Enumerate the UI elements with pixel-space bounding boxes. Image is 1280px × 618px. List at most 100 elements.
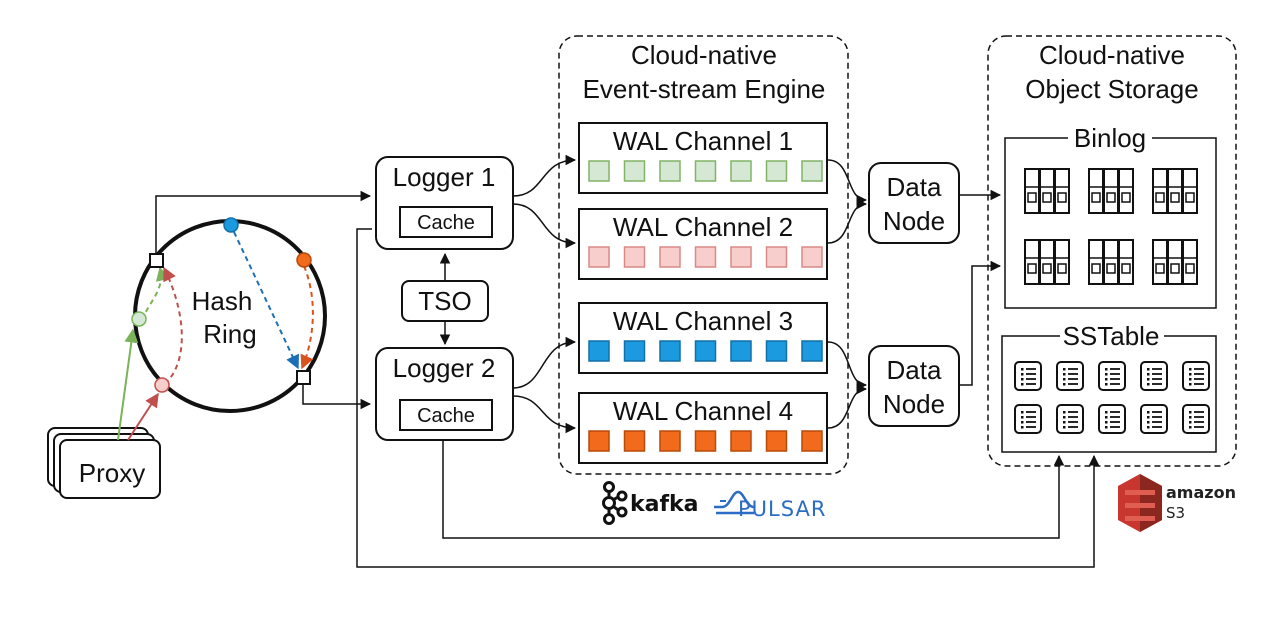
hash-ring: Hash Ring bbox=[117, 217, 327, 441]
wal-slot bbox=[801, 246, 823, 268]
event-stream-title-2: Event-stream Engine bbox=[583, 74, 826, 104]
wal-slot bbox=[588, 430, 610, 452]
wal-slot bbox=[694, 340, 717, 362]
pulsar-text: PULSAR bbox=[738, 497, 826, 521]
data-node-2-line2: Node bbox=[883, 389, 945, 419]
wal-slot bbox=[730, 340, 752, 362]
logger-2: Logger 2 Cache bbox=[375, 347, 514, 441]
wal-slot bbox=[659, 340, 681, 362]
channel2-to-datanode1-arrow bbox=[827, 198, 868, 244]
amazon-s3-logo: amazon S3 bbox=[1118, 474, 1236, 532]
pulsar-logo: PULSAR bbox=[714, 490, 826, 521]
logger-1-cache-box bbox=[399, 206, 493, 238]
sstable-label-bg bbox=[1060, 322, 1164, 348]
wal-channel-1: WAL Channel 1 bbox=[578, 122, 828, 194]
sstable-file-icon bbox=[1182, 361, 1210, 391]
blue-dashed-arrow bbox=[233, 231, 299, 370]
binlog-file-icon bbox=[1088, 239, 1134, 285]
logger1-to-storage-arrow bbox=[356, 228, 1100, 568]
data-node-2-line1: Data bbox=[887, 355, 942, 385]
logger2-to-channel3-arrow bbox=[512, 336, 577, 389]
sstable-file-icon bbox=[1140, 404, 1168, 434]
logger1-to-channel1-arrow bbox=[512, 154, 577, 197]
hash-ring-label-2: Ring bbox=[203, 319, 256, 349]
wal-slot bbox=[765, 430, 788, 452]
channel3-to-datanode2-arrow bbox=[827, 341, 868, 391]
logger-2-cache-box bbox=[399, 399, 493, 431]
ring-node-blue bbox=[223, 217, 239, 233]
wal-slot bbox=[765, 246, 788, 268]
ring-node-green bbox=[131, 311, 147, 327]
event-stream-container bbox=[558, 35, 849, 475]
channel4-to-datanode2-arrow bbox=[827, 383, 868, 429]
binlog-file-icon bbox=[1088, 168, 1134, 214]
data-node-2: Data Node bbox=[868, 345, 960, 427]
wal-channel-2-label: WAL Channel 2 bbox=[613, 212, 793, 242]
wal-slot bbox=[659, 160, 681, 182]
logger2-to-channel4-arrow bbox=[512, 395, 577, 434]
ring-node-orange bbox=[296, 252, 312, 268]
wal-slot bbox=[765, 340, 788, 362]
sstable-file-icon bbox=[1014, 404, 1042, 434]
object-storage-container bbox=[987, 35, 1237, 467]
logger-2-title: Logger 2 bbox=[393, 353, 496, 383]
ring-logger2-square bbox=[296, 370, 311, 385]
logger-2-cache: Cache bbox=[417, 405, 475, 427]
logger-1-title: Logger 1 bbox=[393, 162, 496, 192]
tso: TSO bbox=[401, 252, 489, 346]
object-storage-title-2: Object Storage bbox=[1025, 74, 1198, 104]
wal-slot bbox=[801, 160, 823, 182]
binlog-file-icon bbox=[1152, 239, 1198, 285]
logger2-to-storage-arrow bbox=[442, 440, 1065, 539]
wal-slot bbox=[730, 160, 752, 182]
wal-channel-4-label: WAL Channel 4 bbox=[613, 396, 793, 426]
binlog-label-bg bbox=[1068, 124, 1152, 150]
wal-slot bbox=[588, 246, 610, 268]
wal-channel-1-label: WAL Channel 1 bbox=[613, 126, 793, 156]
wal-slot bbox=[694, 160, 717, 182]
ring-to-logger1-arrow bbox=[155, 190, 372, 254]
sstable-file-icon bbox=[1056, 404, 1084, 434]
wal-slot bbox=[623, 340, 646, 362]
wal-slot bbox=[659, 246, 681, 268]
ring-node-pink bbox=[154, 377, 170, 393]
data-node-1-line2: Node bbox=[883, 206, 945, 236]
wal-slot bbox=[588, 340, 610, 362]
kafka-text: kafka bbox=[630, 492, 699, 517]
wal-slot bbox=[623, 160, 646, 182]
sstable-file-icon bbox=[1182, 404, 1210, 434]
wal-channel-4: WAL Channel 4 bbox=[578, 392, 828, 464]
sstable-file-icon bbox=[1140, 361, 1168, 391]
binlog-file-icon bbox=[1024, 239, 1070, 285]
wal-slot bbox=[694, 430, 717, 452]
proxy-red-arrow bbox=[127, 392, 159, 441]
wal-channel-3: WAL Channel 3 bbox=[578, 302, 828, 374]
wal-slot bbox=[730, 430, 752, 452]
binlog-file-icon bbox=[1152, 168, 1198, 214]
logger-1-cache: Cache bbox=[417, 212, 475, 234]
logger-1: Logger 1 Cache bbox=[375, 156, 514, 250]
green-dashed-arrow bbox=[141, 266, 170, 321]
wal-slot bbox=[694, 246, 717, 268]
logger1-to-channel2-arrow bbox=[512, 203, 577, 249]
wal-slot bbox=[765, 160, 788, 182]
wal-slot bbox=[801, 430, 823, 452]
event-stream-title-1: Cloud-native bbox=[631, 40, 777, 70]
data-node-1-line1: Data bbox=[887, 172, 942, 202]
proxy-label: Proxy bbox=[79, 458, 145, 488]
ring-to-logger2-arrow bbox=[302, 384, 372, 410]
sstable-file-icon bbox=[1098, 361, 1126, 391]
sstable-file-icon bbox=[1056, 361, 1084, 391]
wal-slot bbox=[801, 340, 823, 362]
proxy-green-arrow bbox=[117, 328, 139, 441]
tso-label: TSO bbox=[418, 286, 471, 316]
wal-slot bbox=[730, 246, 752, 268]
red-dashed-arrow bbox=[163, 266, 183, 385]
wal-channel-3-label: WAL Channel 3 bbox=[613, 306, 793, 336]
wal-slot bbox=[623, 430, 646, 452]
hash-ring-label-1: Hash bbox=[192, 286, 253, 316]
orange-dashed-arrow bbox=[300, 265, 314, 370]
datanode2-to-binlog-arrow bbox=[959, 260, 1002, 386]
wal-slot bbox=[659, 430, 681, 452]
wal-slot bbox=[623, 246, 646, 268]
